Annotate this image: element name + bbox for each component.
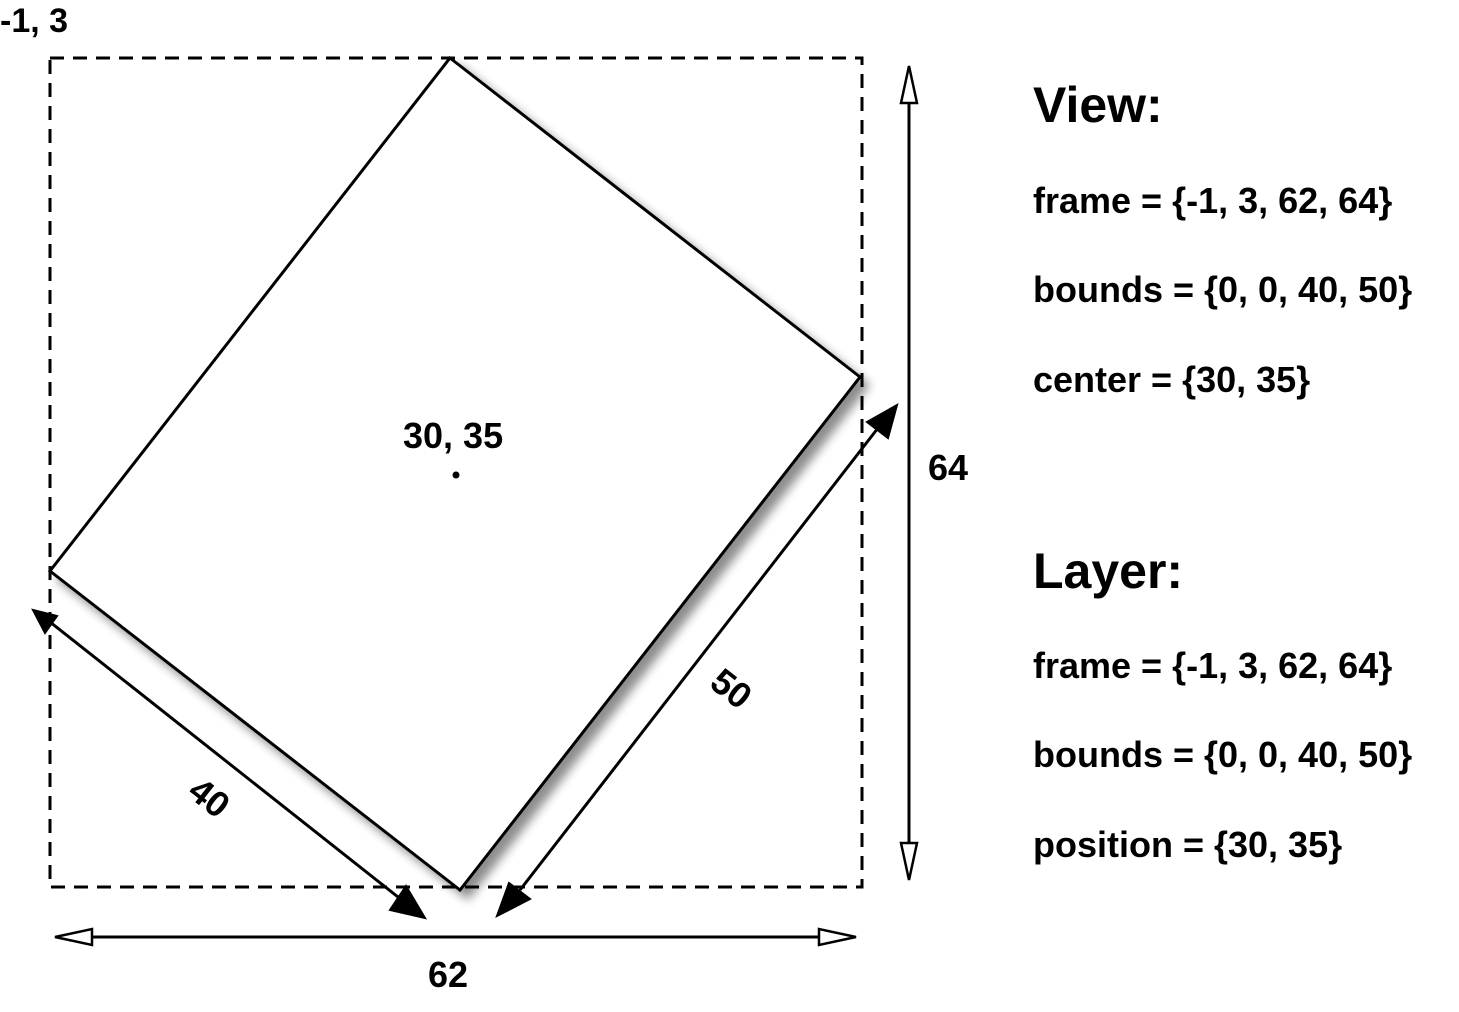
layer-heading: Layer: xyxy=(1033,543,1183,599)
layer-bounds-text: bounds = {0, 0, 40, 50} xyxy=(1033,734,1412,775)
layer-position-text: position = {30, 35} xyxy=(1033,824,1342,865)
view-bounds-text: bounds = {0, 0, 40, 50} xyxy=(1033,269,1412,310)
side-50-label: 50 xyxy=(703,660,760,717)
center-label: 30, 35 xyxy=(403,415,503,456)
height-dimension-arrow xyxy=(899,65,919,881)
origin-label: -1, 3 xyxy=(0,2,68,40)
side-40-dimension-arrow xyxy=(31,608,428,920)
view-frame-text: frame = {-1, 3, 62, 64} xyxy=(1033,180,1392,221)
center-point xyxy=(452,471,460,479)
side-50-dimension-arrow xyxy=(495,402,899,919)
view-center-text: center = {30, 35} xyxy=(1033,359,1310,400)
width-label: 62 xyxy=(428,954,468,995)
layer-frame-text: frame = {-1, 3, 62, 64} xyxy=(1033,645,1392,686)
width-dimension-arrow xyxy=(54,927,857,947)
view-heading: View: xyxy=(1033,77,1163,133)
height-label: 64 xyxy=(928,447,968,488)
side-40-label: 40 xyxy=(181,769,238,826)
